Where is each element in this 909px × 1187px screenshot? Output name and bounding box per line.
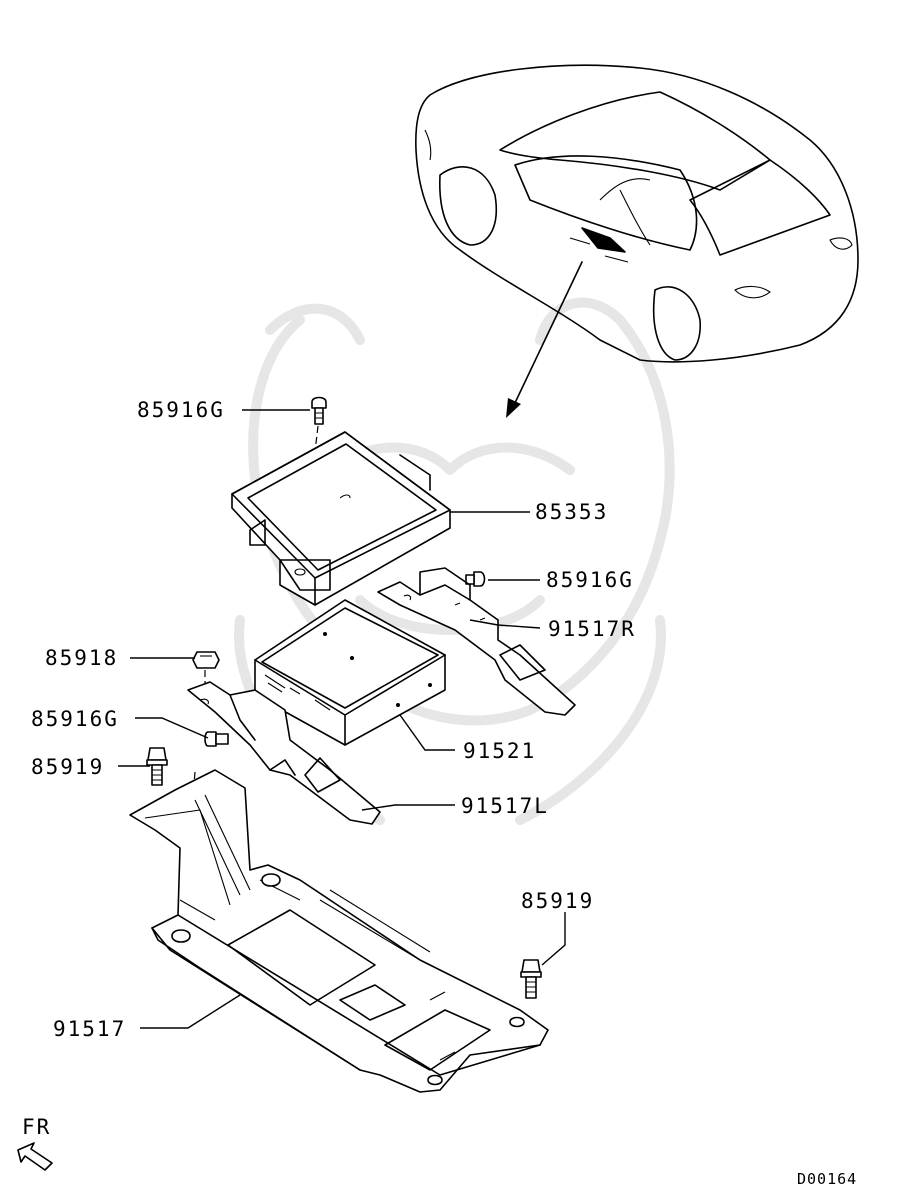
nut-85918 <box>192 651 220 669</box>
fr-label: FR <box>22 1115 51 1139</box>
label-85918: 85918 <box>45 646 118 670</box>
part-91521-ecu <box>254 599 446 746</box>
label-85916g-right: 85916G <box>546 568 634 592</box>
label-91517r: 91517R <box>548 617 636 641</box>
label-91517: 91517 <box>53 1017 126 1041</box>
label-85919-left: 85919 <box>31 755 104 779</box>
bolt-85919-right <box>520 959 542 999</box>
screw-85916g-top <box>311 396 327 425</box>
bolt-85919-left <box>146 747 168 786</box>
front-arrow-icon <box>17 1142 53 1171</box>
front-direction-indicator: FR <box>17 1115 53 1171</box>
label-85916g-top: 85916G <box>137 398 225 422</box>
label-85353: 85353 <box>535 500 608 524</box>
label-85916g-left: 85916G <box>31 707 119 731</box>
part-91517-base <box>129 769 549 1093</box>
location-arrow <box>506 261 583 418</box>
part-91517l-bracket <box>187 681 381 825</box>
screw-85916g-right <box>465 571 486 587</box>
label-91517l: 91517L <box>461 794 549 818</box>
screw-85916g-left <box>204 731 229 747</box>
part-85353-cover <box>231 431 451 606</box>
leader-lines <box>118 409 566 1029</box>
diagram-code: D00164 <box>797 1170 857 1187</box>
label-91521: 91521 <box>463 739 536 763</box>
label-85919-right: 85919 <box>521 889 594 913</box>
vehicle-outline <box>415 64 859 363</box>
part-91517r-bracket <box>377 567 576 716</box>
